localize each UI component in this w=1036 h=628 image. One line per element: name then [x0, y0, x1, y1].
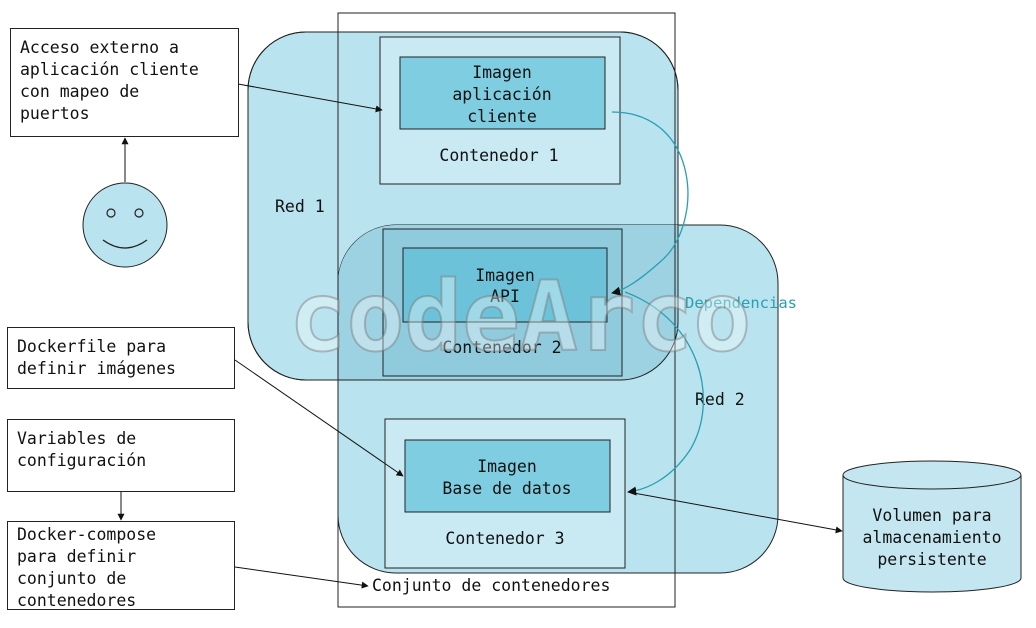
note-dockerfile: Dockerfile para definir imágenes	[7, 327, 235, 389]
image-client-line-1: Imagen	[472, 63, 532, 82]
watermark-logo: codeArco	[289, 261, 751, 373]
image-api	[402, 247, 608, 323]
network-red-2-label: Red 2	[695, 390, 745, 409]
image-client-line-2: aplicación	[452, 85, 551, 104]
dependencies-label: Dependencias	[685, 294, 797, 312]
container-1-label: Contenedor 1	[439, 146, 558, 165]
container-2-label: Contenedor 2	[442, 338, 561, 357]
image-db-line-2: Base de datos	[442, 479, 571, 498]
volume-cylinder-icon	[842, 460, 1022, 593]
note-docker-compose: Docker-compose para definir conjunto de …	[7, 521, 235, 610]
note-external-access: Acceso externo a aplicación cliente con …	[10, 28, 239, 137]
container-set	[337, 12, 676, 608]
image-db-line-1: Imagen	[477, 457, 537, 476]
dependency-api-db	[624, 291, 704, 496]
arrow-dockerfile-to-db	[234, 359, 404, 477]
container-set-label: Conjunto de contenedores	[372, 576, 610, 595]
arrow-db-to-volume	[627, 491, 843, 534]
arrow-access-to-client	[237, 83, 383, 113]
volume-line-2: almacenamiento	[862, 528, 1001, 547]
note-config-variables: Variables de configuración	[7, 419, 235, 492]
network-red-1-label: Red 1	[275, 197, 325, 216]
image-client-line-3: cliente	[467, 107, 537, 126]
container-3-label: Contenedor 3	[445, 529, 564, 548]
image-database	[404, 439, 611, 513]
image-client-app	[399, 56, 606, 130]
image-api-line-2: API	[490, 287, 520, 306]
user-smiley-icon	[82, 182, 168, 268]
image-api-line-1: Imagen	[475, 266, 535, 285]
volume-line-1: Volumen para	[872, 506, 991, 525]
dependency-client-api	[611, 111, 689, 296]
volume-line-3: persistente	[877, 550, 986, 569]
arrow-compose-to-set	[234, 566, 369, 589]
